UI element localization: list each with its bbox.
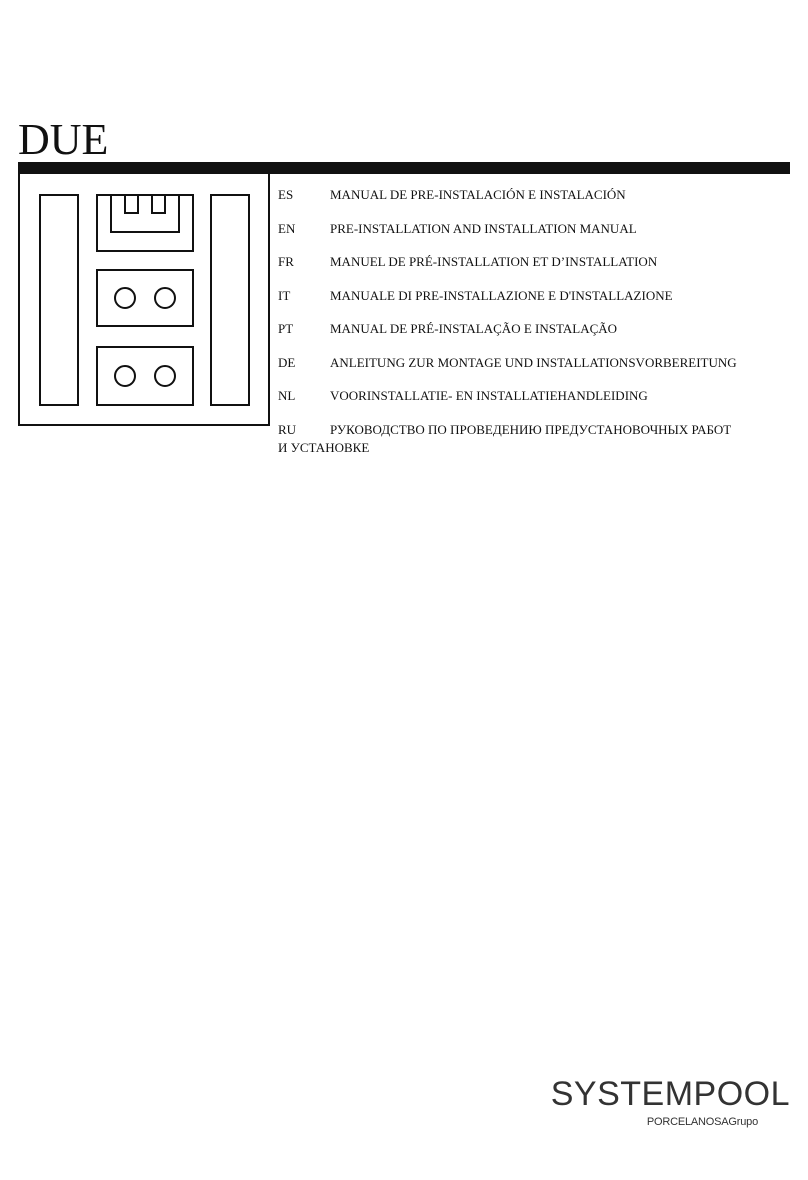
language-code: FR (278, 254, 294, 269)
language-title: РУКОВОДСТВО ПО ПРОВЕДЕНИЮ ПРЕДУСТАНОВОЧН… (330, 421, 732, 437)
middle-block-shape (96, 269, 194, 327)
language-code: EN (278, 220, 296, 236)
language-row-de: DE ANLEITUNG ZUR MONTAGE UND INSTALLATIO… (278, 354, 798, 388)
language-title-continuation: И УСТАНОВКЕ (278, 439, 370, 455)
language-title: VOORINSTALLATIE- EN INSTALLATIEHANDLEIDI… (330, 388, 648, 403)
brand-logo: SYSTEMPOOL PORCELANOSAGrupo (551, 1074, 790, 1129)
brand-name: SYSTEMPOOL (550, 1075, 790, 1113)
language-title: MANUALE DI PRE-INSTALLAZIONE E D'INSTALL… (330, 287, 673, 303)
top-block-shape (96, 194, 194, 252)
middle-left-circle-shape (114, 287, 136, 309)
language-code: ES (278, 187, 294, 202)
language-code: DE (278, 354, 296, 370)
language-list: ES MANUAL DE PRE-INSTALACIÓN E INSTALACI… (278, 186, 798, 461)
right-panel-shape (210, 194, 250, 406)
brand-group-suffix: Grupo (728, 1116, 758, 1128)
language-title: PRE-INSTALLATION AND INSTALLATION MANUAL (330, 220, 637, 236)
language-code: PT (278, 321, 294, 336)
bottom-left-circle-shape (114, 365, 136, 387)
language-title: MANUAL DE PRÉ-INSTALAÇÃO E INSTALAÇÃO (330, 321, 618, 336)
bottom-block-shape (96, 346, 194, 406)
language-row-es: ES MANUAL DE PRE-INSTALACIÓN E INSTALACI… (278, 186, 798, 220)
brand-group: PORCELANOSAGrupo (551, 1114, 758, 1129)
notch-right-shape (151, 195, 166, 214)
document-title: DUE (18, 115, 109, 164)
middle-right-circle-shape (154, 287, 176, 309)
title-rule (18, 162, 790, 174)
language-row-nl: NL VOORINSTALLATIE- EN INSTALLATIEHANDLE… (278, 387, 798, 421)
language-row-fr: FR MANUEL DE PRÉ-INSTALLATION ET D’INSTA… (278, 253, 798, 287)
notch-left-shape (124, 195, 139, 214)
language-row-pt: PT MANUAL DE PRÉ-INSTALAÇÃO E INSTALAÇÃO (278, 320, 798, 354)
left-panel-shape (39, 194, 79, 406)
language-code: RU (278, 421, 297, 437)
language-title: MANUEL DE PRÉ-INSTALLATION ET D’INSTALLA… (330, 254, 658, 269)
language-row-en: EN PRE-INSTALLATION AND INSTALLATION MAN… (278, 220, 798, 254)
language-row-it: IT MANUALE DI PRE-INSTALLAZIONE E D'INST… (278, 287, 798, 321)
language-title: MANUAL DE PRE-INSTALACIÓN E INSTALACIÓN (330, 187, 626, 202)
language-code: IT (278, 287, 291, 303)
language-row-ru: RU РУКОВОДСТВО ПО ПРОВЕДЕНИЮ ПРЕДУСТАНОВ… (278, 421, 798, 461)
language-title: ANLEITUNG ZUR MONTAGE UND INSTALLATIONSV… (330, 354, 737, 370)
top-block-inner-shape (110, 195, 180, 233)
product-outline-icon (18, 172, 270, 426)
language-code: NL (278, 388, 296, 403)
bottom-right-circle-shape (154, 365, 176, 387)
brand-group-name: PORCELANOSA (646, 1116, 729, 1128)
